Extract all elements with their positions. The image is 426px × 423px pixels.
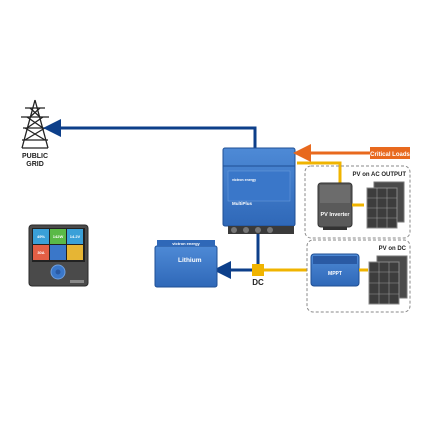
mppt-label: MPPT [328,271,342,277]
display-tile-4-text: 30A [37,250,44,255]
display-tile-5 [50,245,66,260]
battery-brand: victron energy [172,241,200,246]
pv-inverter: PV Inverter [317,182,353,230]
display-tile-6 [67,245,83,260]
display-tile-4 [33,245,49,260]
multiplus-label: MultiPlus [232,201,252,206]
solar-panel-icon [368,255,408,305]
pv-ac-output-group [304,165,411,239]
pv-dc-label: PV on DC [379,246,407,252]
color-control-display: 49% 142W 14.2V 30A [28,224,89,287]
public-grid-label-line1: PUBLIC [22,153,48,160]
pv-dc-group [306,239,411,313]
display-tile-1-text: 49% [37,234,45,239]
battery-label: Lithium [178,257,202,264]
critical-loads-badge [370,147,410,159]
solar-panel-icon [366,181,405,229]
display-tile-3 [67,229,83,244]
display-tile-1 [33,229,49,244]
power-tower-icon [21,99,49,149]
lithium-battery: victron energy Lithium [154,240,218,288]
critical-loads-label: Critical Loads [370,152,410,158]
pv-inverter-label: PV Inverter [320,212,350,218]
dc-label: DC [252,278,264,287]
pv-inverter-ac-line [297,161,342,183]
pv-ac-output-label: PV on AC OUTPUT [353,172,407,178]
display-tile-3-text: 14.2V [70,234,81,239]
multiplus-inverter: victron energy MultiPlus [222,147,296,234]
dc-junction [252,264,264,276]
multiplus-brand: victron energy [232,178,256,182]
display-tile-2-text: 142W [53,234,64,239]
public-grid-label-line2: GRID [26,161,44,168]
mppt-charger: MPPT [310,253,360,287]
display-tile-2 [50,229,66,244]
grid-ac-line [43,119,257,148]
